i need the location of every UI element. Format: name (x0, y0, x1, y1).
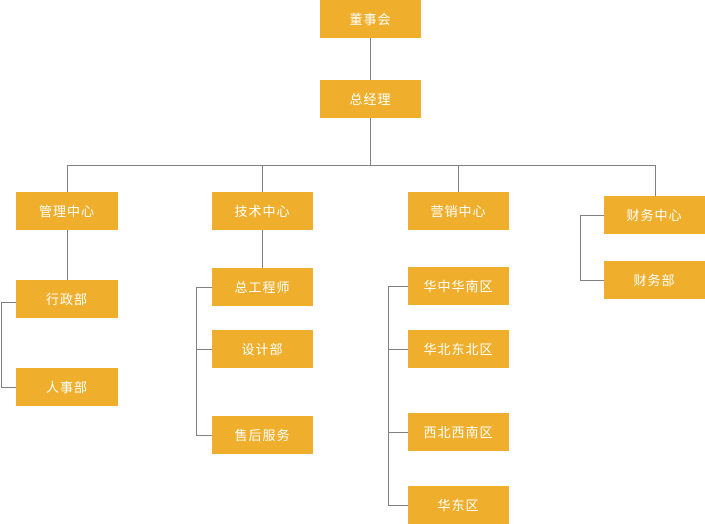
org-node-label: 西北西南区 (423, 424, 494, 440)
connector-fin-center-stub (580, 215, 604, 216)
org-node-after-sales-service[interactable]: 售后服务 (212, 416, 313, 454)
connector-mgmt-center-to-admin-dept (67, 230, 68, 280)
org-node-region-east-china[interactable]: 华东区 (408, 486, 509, 524)
org-node-label: 华中华南区 (423, 278, 494, 294)
org-node-management-center[interactable]: 管理中心 (16, 192, 118, 230)
connector-board-to-gm (370, 38, 371, 80)
connector-bus-to-sales-center (458, 165, 459, 192)
connector-admin-dept-stub (1, 302, 16, 303)
org-node-label: 总工程师 (234, 279, 291, 295)
connector-region-cs-stub (388, 286, 408, 287)
connector-region-nwsw-stub (388, 432, 408, 433)
org-node-marketing-center[interactable]: 营销中心 (408, 192, 509, 230)
org-node-board[interactable]: 董事会 (320, 0, 421, 38)
connector-bus-to-mgmt-center (67, 165, 68, 192)
org-node-design-dept[interactable]: 设计部 (212, 330, 313, 368)
connector-region-east-stub (388, 505, 408, 506)
org-node-general-manager[interactable]: 总经理 (320, 80, 421, 118)
connector-fin-dept-stub (580, 280, 604, 281)
org-node-label: 总经理 (349, 91, 392, 107)
connector-admin-hr-bracket-spine (1, 302, 2, 387)
connector-finance-bracket-spine (580, 215, 581, 280)
connector-gm-dropline (370, 118, 371, 165)
connector-level2-bus (67, 165, 655, 166)
org-node-label: 财务部 (633, 272, 676, 288)
connector-sales-bracket-spine (388, 286, 389, 505)
connector-service-dept-stub (196, 435, 212, 436)
org-node-label: 技术中心 (234, 203, 291, 219)
org-node-hr-dept[interactable]: 人事部 (16, 368, 118, 406)
connector-tech-bracket-spine (196, 287, 197, 435)
org-node-finance-dept[interactable]: 财务部 (604, 261, 705, 299)
org-node-administration-dept[interactable]: 行政部 (16, 280, 118, 318)
org-node-region-northwest-southwest-china[interactable]: 西北西南区 (408, 413, 509, 451)
connector-hr-dept-stub (1, 387, 16, 388)
org-node-label: 管理中心 (38, 203, 95, 219)
org-node-label: 行政部 (45, 291, 88, 307)
org-node-chief-engineer[interactable]: 总工程师 (212, 268, 313, 306)
org-node-label: 华北东北区 (423, 341, 494, 357)
org-node-label: 设计部 (241, 341, 284, 357)
org-node-label: 华东区 (437, 497, 480, 513)
connector-design-dept-stub (196, 349, 212, 350)
org-node-label: 人事部 (45, 379, 88, 395)
org-node-region-central-south-china[interactable]: 华中华南区 (408, 267, 509, 305)
connector-bus-to-fin-center (655, 165, 656, 196)
connector-bus-to-tech-center (262, 165, 263, 192)
org-node-finance-center[interactable]: 财务中心 (604, 196, 705, 234)
org-node-region-north-northeast-china[interactable]: 华北东北区 (408, 330, 509, 368)
org-node-technology-center[interactable]: 技术中心 (212, 192, 313, 230)
connector-chief-eng-stub (196, 287, 212, 288)
connector-tech-center-to-chief-eng (262, 230, 263, 268)
connector-region-nne-stub (388, 349, 408, 350)
org-node-label: 财务中心 (626, 207, 683, 223)
org-node-label: 售后服务 (234, 427, 291, 443)
org-node-label: 营销中心 (430, 203, 487, 219)
org-node-label: 董事会 (349, 11, 392, 27)
